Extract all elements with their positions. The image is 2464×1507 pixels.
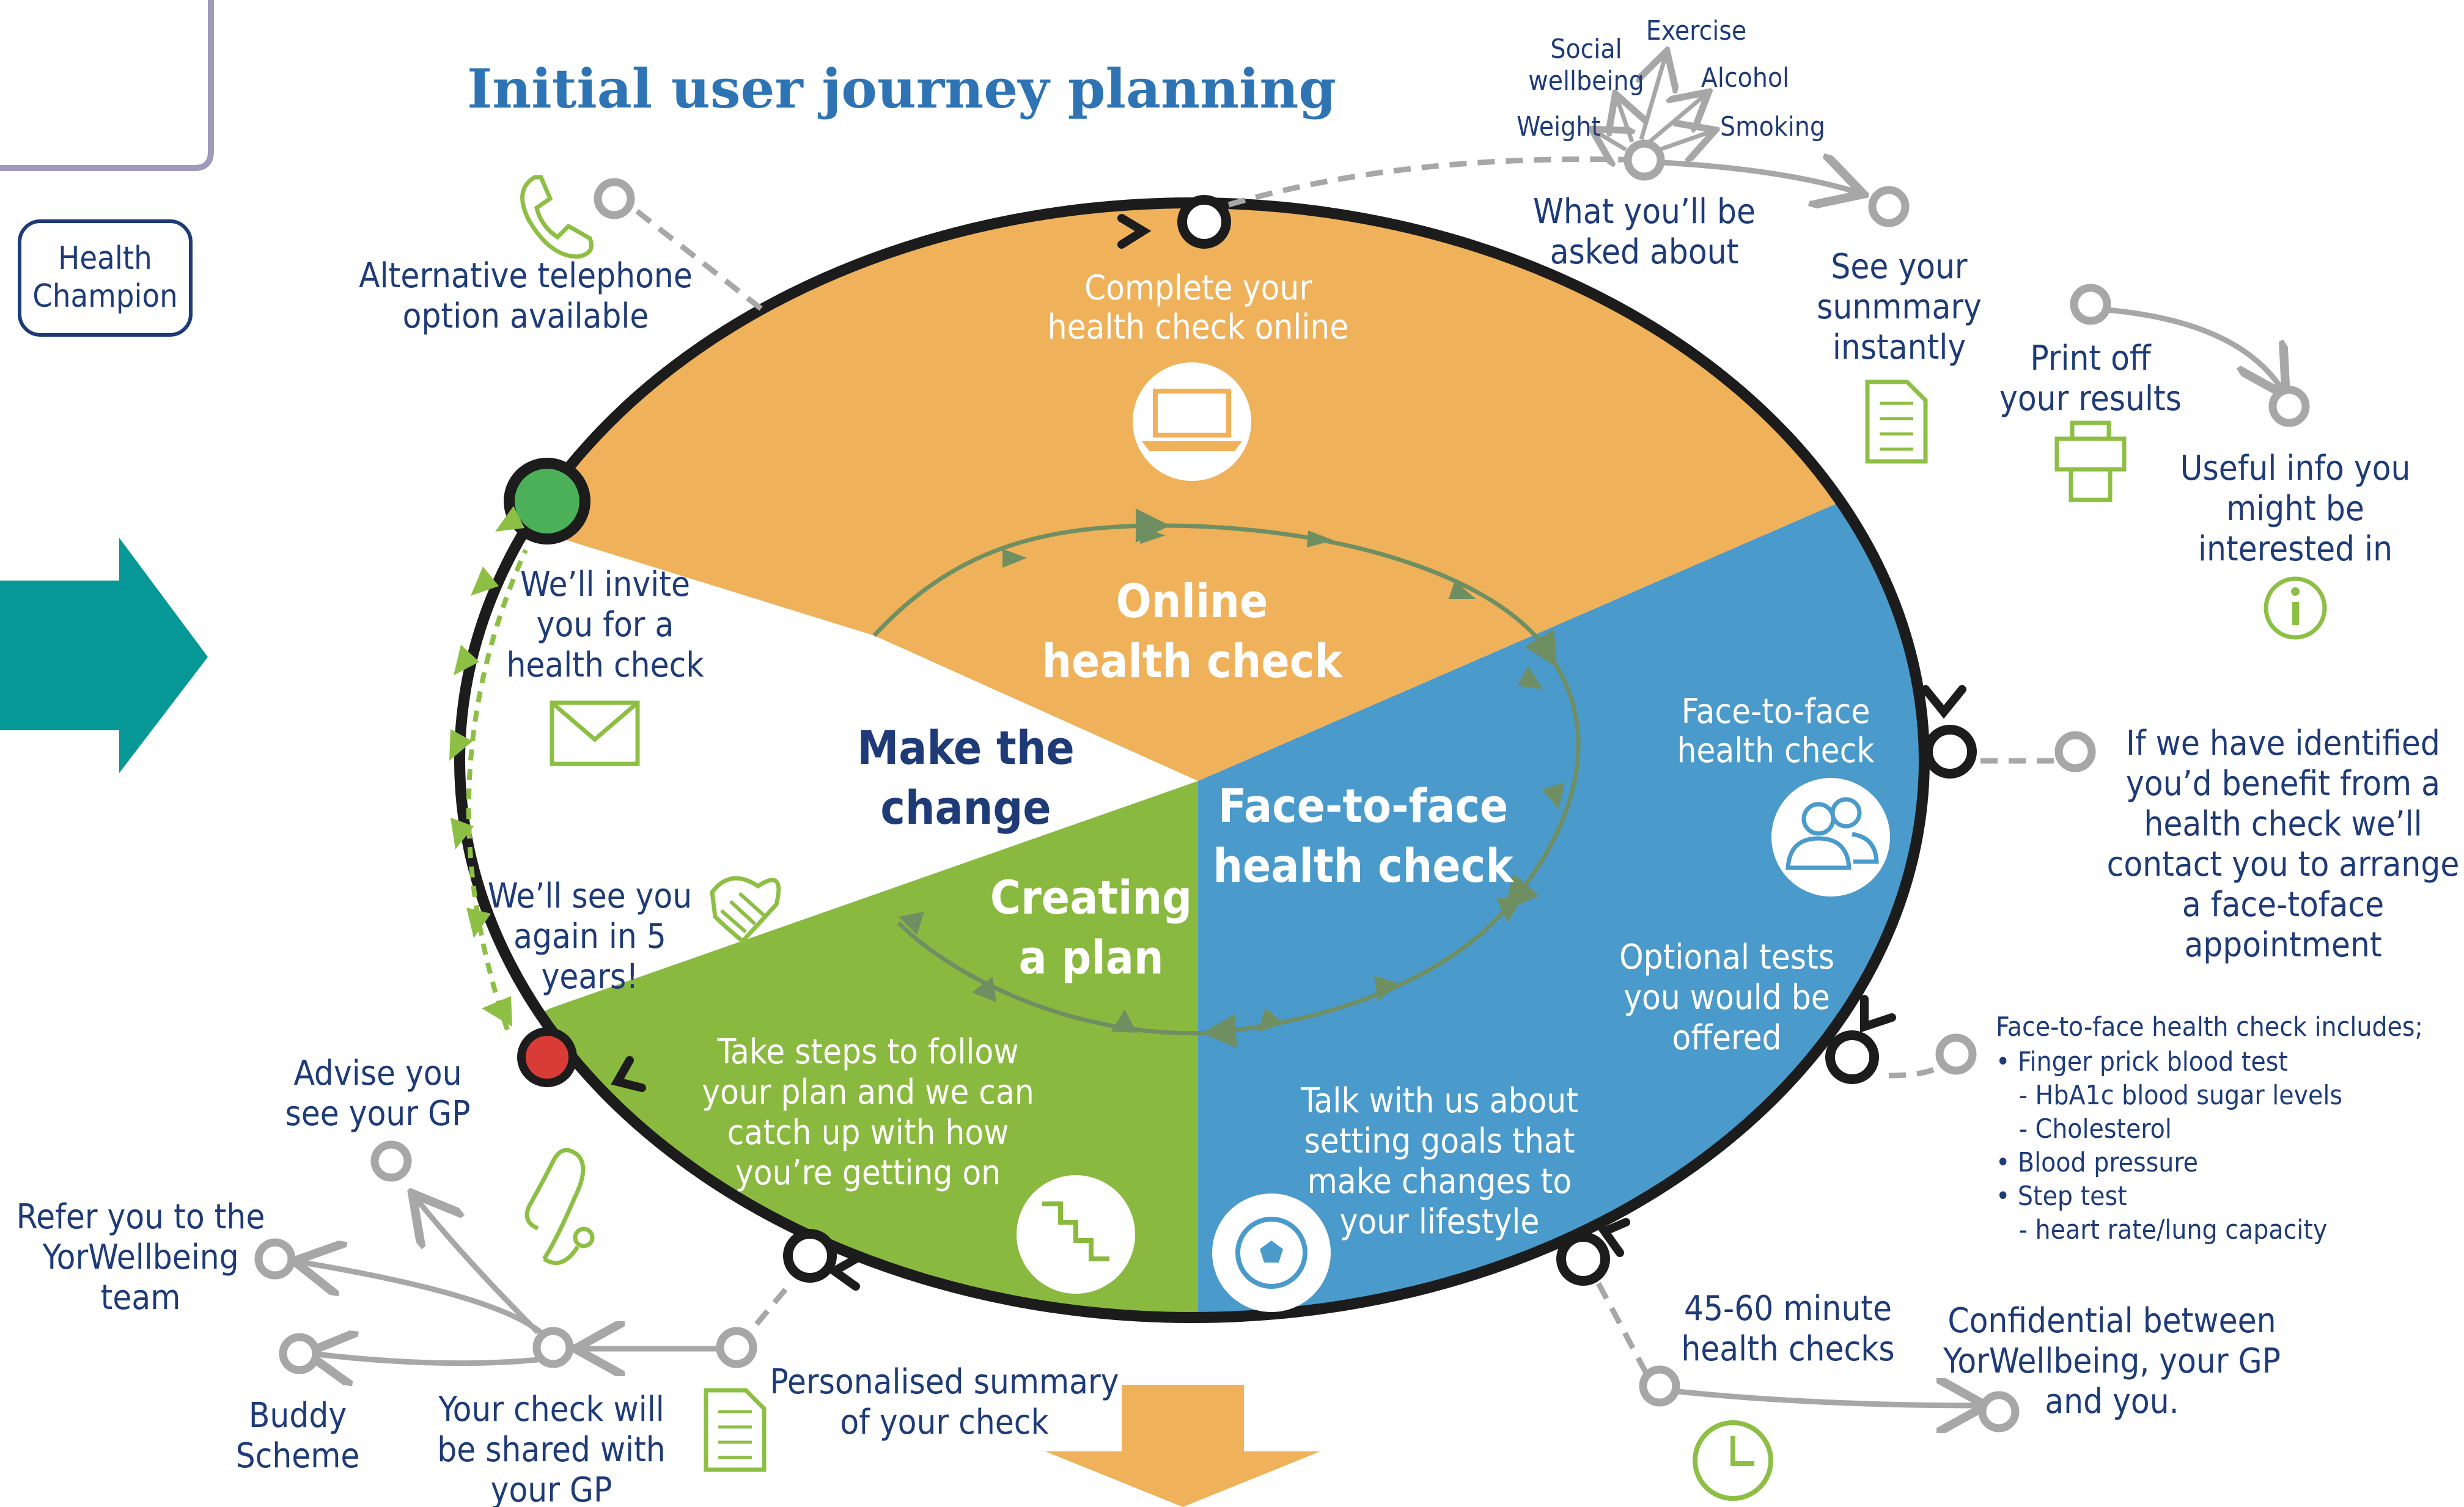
right-arrow-icon <box>0 538 208 773</box>
people-icon <box>1771 778 1890 897</box>
node-online-start[interactable] <box>1177 195 1231 249</box>
cropped-panel <box>0 0 214 171</box>
inner-cycle <box>872 508 1581 1049</box>
end-node[interactable] <box>517 1027 577 1087</box>
document-icon <box>1865 380 1928 464</box>
document-icon <box>704 1388 767 1472</box>
down-arrow-icon <box>1045 1385 1320 1507</box>
includes-title: Face-to-face health check includes; <box>1996 1011 2423 1043</box>
info-icon <box>2264 576 2327 640</box>
printer-icon <box>2054 420 2127 502</box>
clock-icon <box>1693 1420 1773 1501</box>
node-talk[interactable] <box>1556 1232 1610 1286</box>
phone-icon <box>520 175 594 259</box>
return-arrows <box>466 549 528 1031</box>
envelope-icon <box>550 700 640 766</box>
node-optional[interactable] <box>1825 1030 1879 1084</box>
node-face-start[interactable] <box>1923 725 1977 779</box>
callout-weight: Weight <box>1517 111 1601 142</box>
start-node[interactable] <box>504 458 590 544</box>
stairs-icon <box>1017 1175 1135 1294</box>
callout-exercise: Exercise <box>1646 15 1746 46</box>
stethoscope-icon <box>524 1148 595 1266</box>
football-icon <box>1212 1194 1331 1312</box>
callout-smoking: Smoking <box>1720 111 1825 142</box>
node-plan[interactable] <box>783 1229 837 1283</box>
includes-list: • Finger prick blood test - HbA1c blood … <box>1996 1046 2342 1245</box>
callout-alcohol: Alcohol <box>1701 62 1789 94</box>
page-title: Initial user journey planning <box>467 57 1336 120</box>
laptop-icon <box>1133 362 1251 481</box>
handshake-icon <box>710 876 781 944</box>
